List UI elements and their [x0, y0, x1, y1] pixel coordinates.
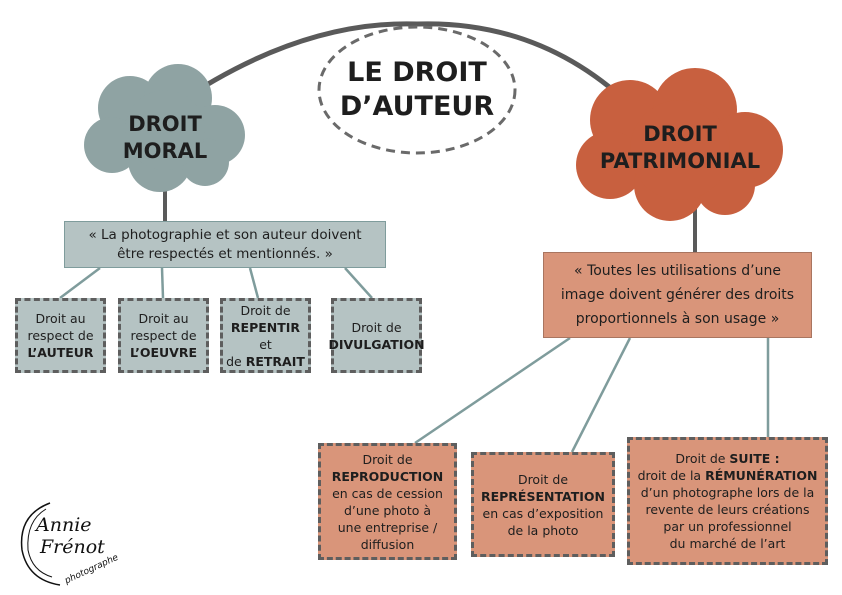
- item-text: droit de la: [637, 468, 706, 483]
- patrimonial-item-reproduction: Droit de REPRODUCTION en cas de cession …: [318, 443, 457, 560]
- title-line: D’AUTEUR: [339, 91, 495, 122]
- item-text: Droit au: [35, 311, 86, 326]
- item-text: de: [226, 353, 246, 369]
- quote-line: image doivent générer des droits: [560, 287, 795, 303]
- page-title: LE DROIT D’AUTEUR: [320, 45, 514, 135]
- heading-line: MORAL: [122, 139, 208, 163]
- item-keyword: L’OEUVRE: [130, 345, 197, 360]
- svg-text:Annie: Annie: [34, 514, 92, 536]
- item-text: d’une photo à: [343, 502, 432, 518]
- quote-line: « La photographie et son auteur doivent: [88, 226, 362, 243]
- connectors: [59, 267, 770, 453]
- quote-line: être respectés et mentionnés. »: [117, 245, 333, 262]
- title-ellipse: [317, 25, 517, 155]
- patrimonial-heading: DROIT PATRIMONIAL: [575, 118, 785, 178]
- item-text: Droit au: [138, 311, 189, 326]
- main-arc: [173, 21, 632, 108]
- item-keyword: RÉMUNÉRATION: [705, 468, 818, 483]
- item-text: Droit de: [517, 471, 569, 487]
- item-text: en cas d’exposition: [482, 505, 604, 521]
- svg-text:Frénot: Frénot: [39, 536, 105, 558]
- item-text: et: [259, 336, 272, 352]
- item-keyword: SUITE :: [729, 451, 780, 466]
- quote-line: « Toutes les utilisations d’une: [574, 263, 781, 279]
- item-text: Droit de: [240, 302, 291, 318]
- item-text: en cas de cession: [332, 485, 443, 501]
- patrimonial-quote: « Toutes les utilisations d’une image do…: [543, 252, 812, 338]
- item-keyword: RETRAIT: [245, 353, 305, 369]
- quote-line: proportionnels à son usage »: [575, 311, 780, 327]
- item-keyword: REPENTIR: [230, 319, 301, 335]
- item-text: Droit de: [362, 451, 413, 467]
- moral-item-repentir: Droit de REPENTIR et de RETRAIT: [220, 298, 311, 373]
- item-text: du marché de l’art: [669, 536, 786, 551]
- moral-heading: DROIT MORAL: [90, 108, 240, 168]
- moral-item-auteur: Droit au respect de L’AUTEUR: [15, 298, 106, 373]
- heading-line: DROIT: [643, 122, 717, 146]
- moral-item-divulgation: Droit de DIVULGATION: [328, 298, 425, 373]
- item-text: une entreprise /: [337, 519, 438, 535]
- patrimonial-cloud: [576, 68, 783, 221]
- item-text: par un professionnel: [663, 519, 792, 534]
- patrimonial-item-suite: Droit de SUITE : droit de la RÉMUNÉRATIO…: [627, 437, 828, 565]
- item-text: Droit de: [351, 319, 402, 335]
- item-text: de la photo: [507, 522, 579, 538]
- patrimonial-item-representation: Droit de REPRÉSENTATION en cas d’exposit…: [471, 452, 615, 557]
- title-line: LE DROIT: [347, 57, 487, 88]
- item-keyword: REPRÉSENTATION: [480, 488, 606, 504]
- item-text: revente de leurs créations: [645, 502, 810, 517]
- item-text: respect de: [27, 328, 94, 343]
- item-text: respect de: [130, 328, 197, 343]
- item-text: Droit de: [675, 451, 730, 466]
- heading-line: DROIT: [128, 112, 202, 136]
- moral-quote: « La photographie et son auteur doivent …: [64, 221, 386, 268]
- item-text: d’un photographe lors de la: [640, 485, 815, 500]
- item-keyword: DIVULGATION: [328, 336, 425, 352]
- item-keyword: REPRODUCTION: [331, 468, 444, 484]
- annie-frenot-logo: Annie Frénot photographe: [20, 502, 120, 587]
- item-text: diffusion: [360, 536, 415, 552]
- moral-item-oeuvre: Droit au respect de L’OEUVRE: [118, 298, 209, 373]
- item-keyword: L’AUTEUR: [27, 345, 94, 360]
- moral-cloud: [84, 64, 245, 192]
- heading-line: PATRIMONIAL: [599, 149, 761, 173]
